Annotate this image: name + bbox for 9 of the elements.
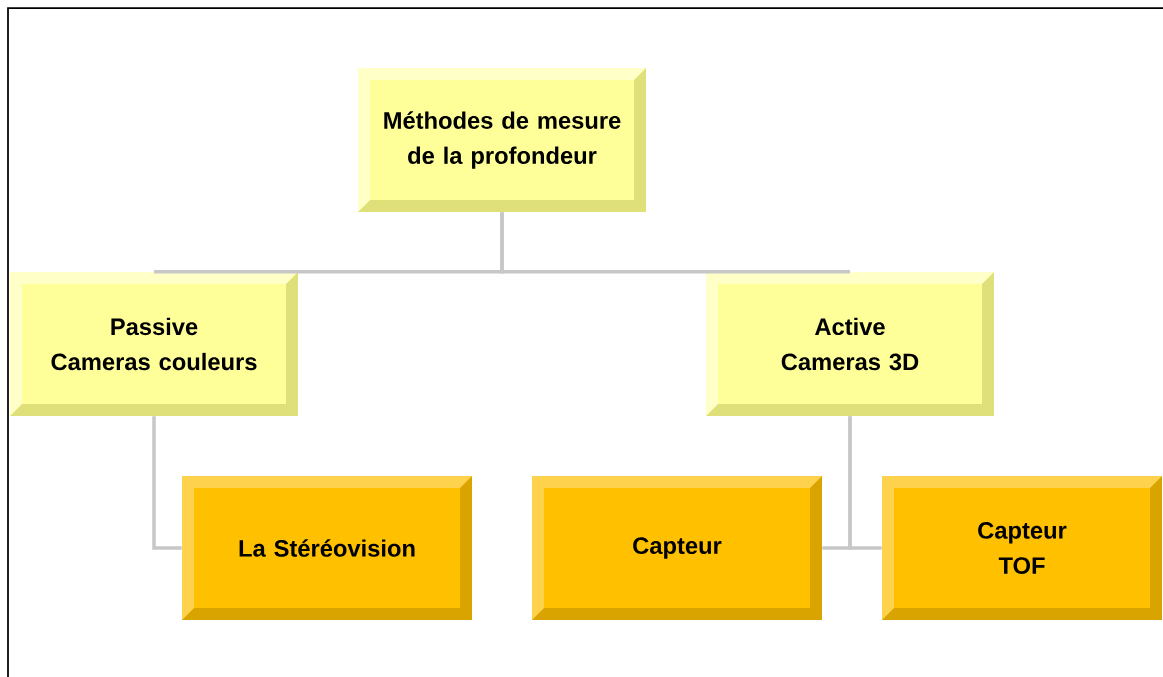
process-box: Méthodes de mesure de la profondeur (358, 68, 646, 212)
process-box: Capteur (532, 476, 822, 620)
connector-line (152, 416, 182, 550)
connector-line (500, 212, 850, 274)
connector-line (848, 416, 882, 550)
process-box: Capteur TOF (882, 476, 1162, 620)
process-box: Passive Cameras couleurs (10, 272, 298, 416)
process-box: La Stéréovision (182, 476, 472, 620)
process-box: Active Cameras 3D (706, 272, 994, 416)
